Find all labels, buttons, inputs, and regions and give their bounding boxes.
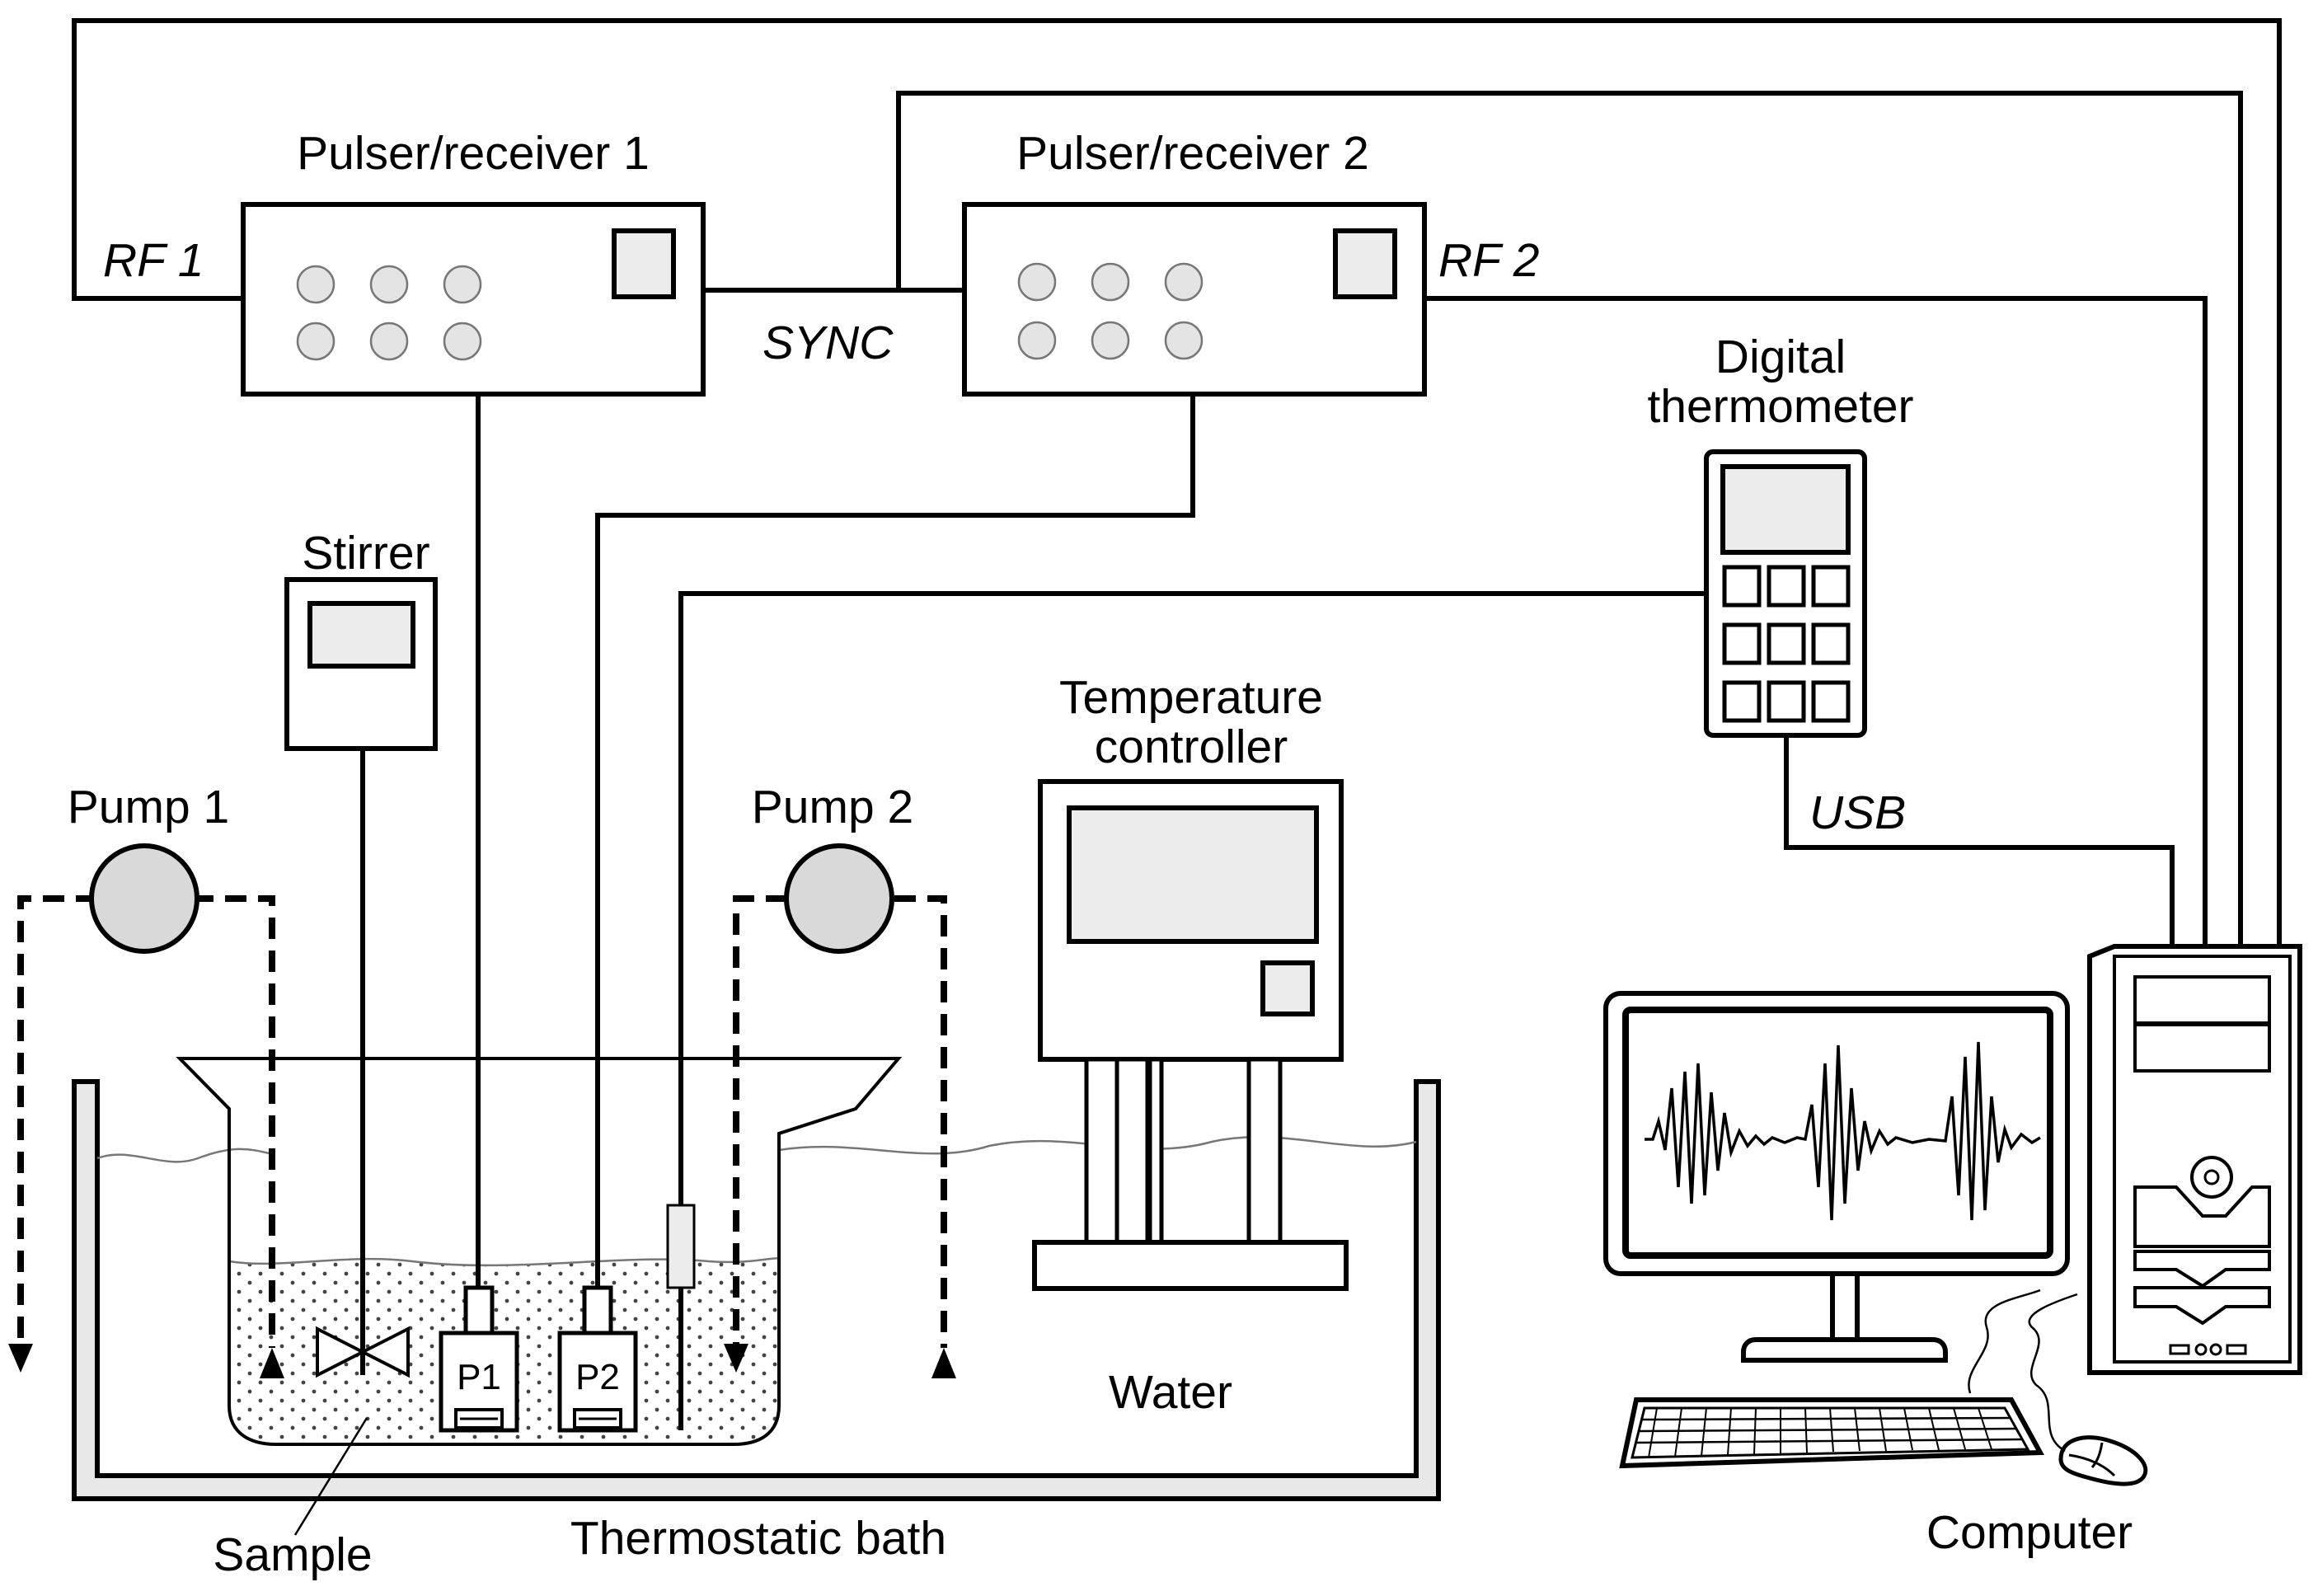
temperature-controller — [1032, 779, 1349, 1291]
pulser-receiver-1 — [241, 202, 706, 397]
pulser-receiver-2 — [962, 202, 1427, 397]
probe-p2-label: P2 — [575, 1357, 620, 1397]
probe-p2 — [557, 1285, 638, 1433]
computer-label: Computer — [1926, 1506, 2133, 1559]
beaker — [176, 1057, 903, 1446]
sample-label: Sample — [213, 1528, 372, 1581]
computer-mouse — [2058, 1435, 2148, 1486]
usb-label: USB — [1809, 786, 1906, 839]
stirrer-label: Stirrer — [302, 527, 429, 580]
computer-monitor — [1603, 991, 2070, 1363]
connection-wires — [72, 18, 2282, 1430]
keyboard-cable — [1968, 1289, 2041, 1394]
computer-tower — [2087, 944, 2302, 1375]
computer-keyboard — [1619, 1397, 2044, 1469]
sample-pointer — [293, 1417, 368, 1536]
water-label: Water — [1109, 1366, 1232, 1419]
stirrer — [284, 577, 438, 1378]
temp-controller-label-line2: controller — [1095, 721, 1288, 773]
temp-controller-label-line1: Temperature — [1059, 671, 1323, 724]
digital-thermometer — [1704, 449, 1867, 738]
probe-p1-label: P1 — [457, 1357, 501, 1397]
sync-label: SYNC — [762, 317, 894, 369]
temperature-probe — [666, 1204, 696, 1289]
thermometer-label-line2: thermometer — [1647, 380, 1913, 433]
thermometer-label-line1: Digital — [1715, 331, 1846, 383]
rf1-label: RF 1 — [103, 234, 204, 287]
pulser1-label: Pulser/receiver 1 — [297, 127, 650, 180]
pump1-label: Pump 1 — [68, 781, 229, 833]
pulser2-label: Pulser/receiver 2 — [1016, 127, 1369, 180]
probe-p1 — [439, 1285, 519, 1433]
mouse-cable — [2028, 1293, 2078, 1453]
bath-label: Thermostatic bath — [570, 1512, 946, 1565]
pump-1 — [8, 843, 284, 1378]
pump-2 — [724, 843, 956, 1378]
pump2-label: Pump 2 — [752, 781, 913, 833]
rf2-label: RF 2 — [1438, 234, 1540, 287]
